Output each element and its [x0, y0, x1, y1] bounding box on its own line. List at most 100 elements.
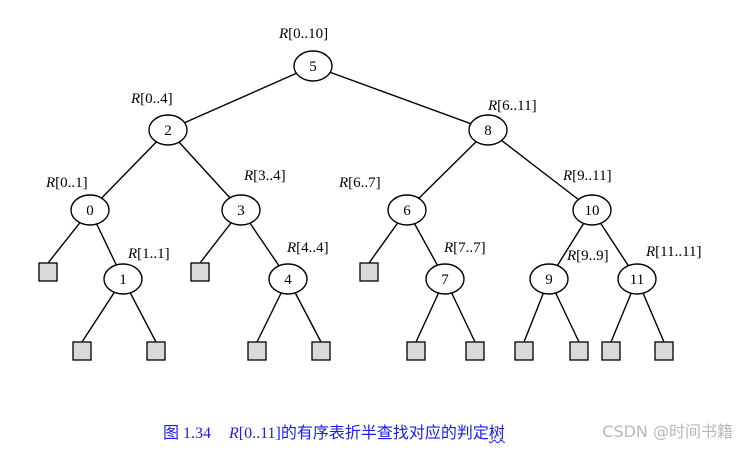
- node-range-label: R[1..1]: [127, 246, 170, 262]
- node-range-label: R[7..7]: [443, 240, 486, 256]
- range-bounds: [9..9]: [576, 248, 609, 264]
- failure-leaf-box: [190, 262, 210, 282]
- node-ellipse: [221, 194, 261, 226]
- node-ellipse: [268, 263, 308, 295]
- tree-edge: [167, 129, 242, 211]
- tree-node: 0: [70, 194, 110, 226]
- range-labels: R[0..10]R[0..4]R[6..11]R[0..1]R[3..4]R[6…: [45, 26, 702, 264]
- tree-node: 3: [221, 194, 261, 226]
- node-ellipse: [617, 263, 657, 295]
- tree-edge: [312, 65, 489, 131]
- failure-leaf-box: [38, 262, 58, 282]
- node-key-label: 2: [164, 123, 172, 139]
- failure-leaf-box: [146, 341, 166, 361]
- node-key-label: 6: [403, 203, 411, 219]
- tree-node: 1: [103, 263, 143, 295]
- tree-edge: [406, 129, 489, 211]
- failure-leaf-box: [465, 341, 485, 361]
- range-var: R: [127, 246, 137, 262]
- tree-node: 10: [572, 194, 612, 226]
- tree-edge: [89, 129, 169, 211]
- node-range-label: R[6..7]: [338, 175, 381, 191]
- failure-leaf-box: [406, 341, 426, 361]
- tree-node: 8: [468, 114, 508, 146]
- caption-range-var: R: [229, 425, 239, 442]
- failure-leaf-box: [654, 341, 674, 361]
- node-key-label: 10: [585, 203, 600, 219]
- node-ellipse: [425, 263, 465, 295]
- node-ellipse: [293, 50, 333, 82]
- failure-leaves: [38, 262, 674, 361]
- tree-node: 5: [293, 50, 333, 82]
- node-range-label: R[9..9]: [566, 248, 609, 264]
- node-key-label: 7: [441, 272, 449, 288]
- range-bounds: [6..11]: [497, 98, 536, 114]
- range-var: R: [130, 91, 140, 107]
- tree-node: 6: [387, 194, 427, 226]
- range-var: R: [243, 168, 253, 184]
- node-key-label: 3: [237, 203, 245, 219]
- figure-caption: 图 1.34 R[0..11]的有序表折半查找对应的判定树: [163, 424, 505, 444]
- tree-node: 2: [148, 114, 188, 146]
- node-ellipse: [468, 114, 508, 146]
- node-range-label: R[0..4]: [130, 91, 173, 107]
- caption-range-bounds: [0..11]: [238, 425, 281, 442]
- range-bounds: [9..11]: [572, 168, 611, 184]
- node-range-label: R[11..11]: [645, 244, 702, 260]
- tree-node: 4: [268, 263, 308, 295]
- node-range-label: R[3..4]: [243, 168, 286, 184]
- node-key-label: 5: [309, 59, 317, 75]
- range-var: R: [566, 248, 576, 264]
- failure-leaf-box: [514, 341, 534, 361]
- node-key-label: 1: [119, 272, 127, 288]
- range-bounds: [0..10]: [288, 26, 328, 42]
- tree-node: 11: [617, 263, 657, 295]
- tree-node: 9: [529, 263, 569, 295]
- range-bounds: [6..7]: [348, 175, 381, 191]
- node-range-label: R[6..11]: [487, 98, 537, 114]
- caption-text: 的有序表折半查找对应的判定: [280, 425, 489, 442]
- node-key-label: 8: [484, 123, 492, 139]
- node-key-label: 9: [545, 272, 553, 288]
- node-ellipse: [387, 194, 427, 226]
- watermark: CSDN @时间书籍: [602, 422, 733, 441]
- range-bounds: [4..4]: [296, 240, 329, 256]
- range-bounds: [7..7]: [453, 240, 486, 256]
- failure-leaf-box: [601, 341, 621, 361]
- caption-text-underlined: 树: [488, 425, 505, 442]
- range-bounds: [0..4]: [140, 91, 173, 107]
- node-ellipse: [103, 263, 143, 295]
- range-bounds: [1..1]: [137, 246, 170, 262]
- failure-leaf-box: [311, 341, 331, 361]
- node-ellipse: [529, 263, 569, 295]
- node-range-label: R[4..4]: [286, 240, 329, 256]
- range-var: R: [443, 240, 453, 256]
- node-range-label: R[0..1]: [45, 175, 88, 191]
- range-var: R: [562, 168, 572, 184]
- node-ellipse: [572, 194, 612, 226]
- range-bounds: [11..11]: [655, 244, 701, 260]
- node-ellipse: [148, 114, 188, 146]
- figure-number: 图 1.34: [163, 425, 212, 442]
- node-key-label: 0: [86, 203, 94, 219]
- node-key-label: 4: [284, 272, 292, 288]
- tree-edges: [47, 65, 665, 343]
- range-bounds: [3..4]: [253, 168, 286, 184]
- node-range-label: R[9..11]: [562, 168, 612, 184]
- tree-edge: [167, 65, 314, 131]
- node-key-label: 11: [630, 272, 644, 288]
- failure-leaf-box: [359, 262, 379, 282]
- range-var: R: [45, 175, 55, 191]
- range-var: R: [286, 240, 296, 256]
- failure-leaf-box: [569, 341, 589, 361]
- tree-edge: [487, 129, 593, 211]
- node-ellipse: [70, 194, 110, 226]
- node-range-label: R[0..10]: [278, 26, 328, 42]
- tree-node: 7: [425, 263, 465, 295]
- failure-leaf-box: [247, 341, 267, 361]
- range-var: R: [487, 98, 497, 114]
- range-var: R: [278, 26, 288, 42]
- failure-leaf-box: [72, 341, 92, 361]
